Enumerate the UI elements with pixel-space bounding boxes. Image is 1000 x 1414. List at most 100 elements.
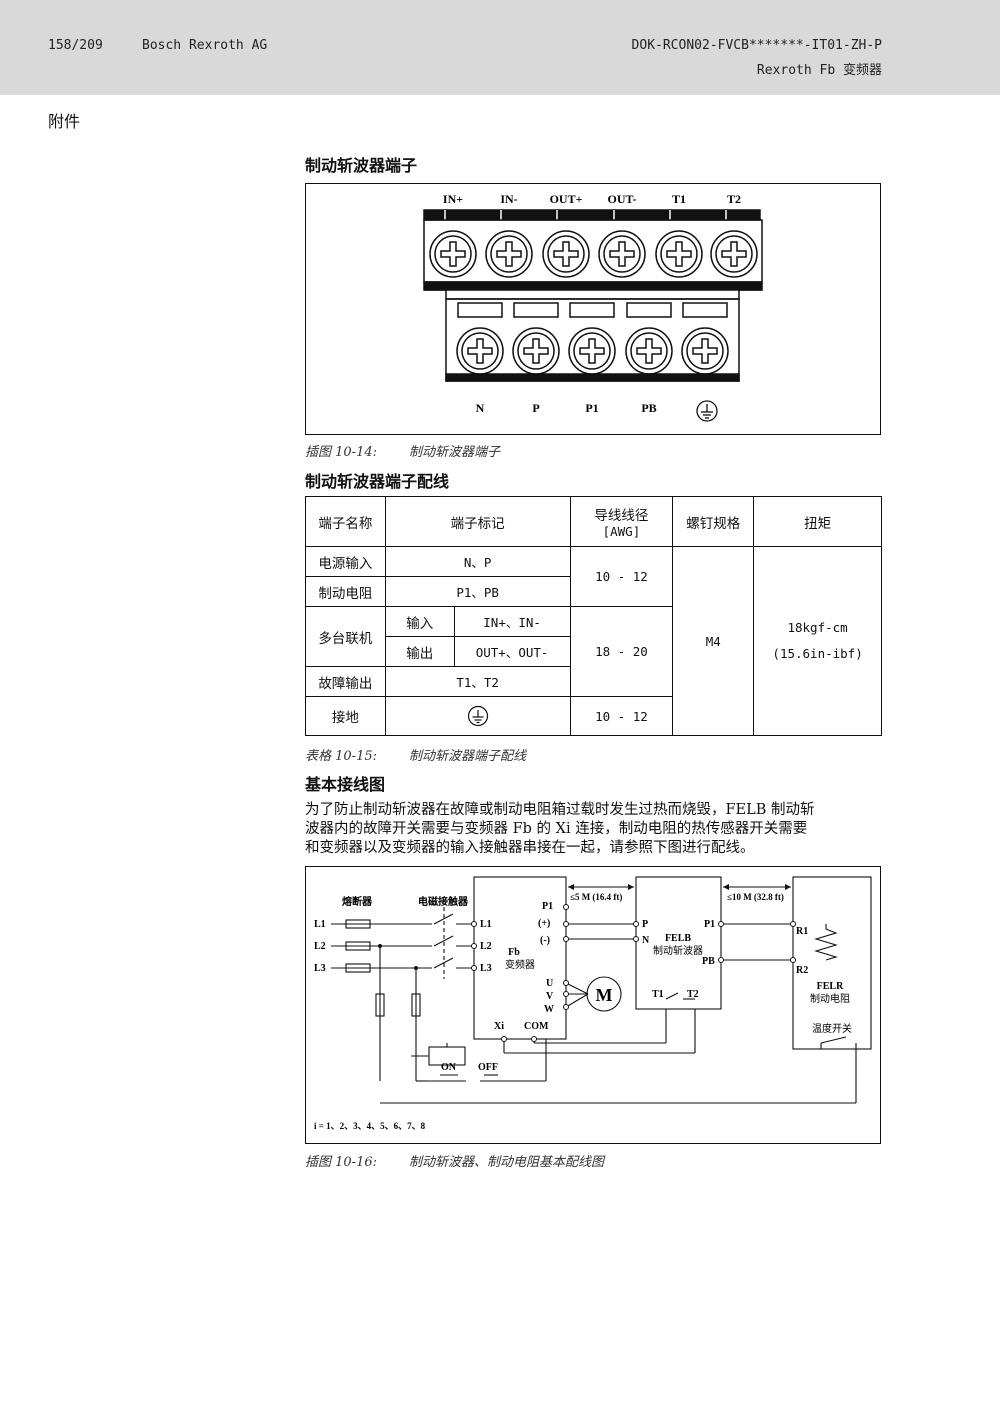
label-xi: Xi (494, 1021, 504, 1032)
label-inverter-desc: 变频器 (505, 958, 535, 971)
terminal-label-t2: T2 (727, 192, 741, 206)
wiring-table-caption: 表格 10-15:制动斩波器端子配线 (305, 745, 526, 764)
top-screws (429, 230, 758, 278)
cell-fault-name: 故障输出 (305, 666, 386, 697)
caption-number: 插图 10-14: (305, 445, 377, 460)
header-terminal-name: 端子名称 (305, 496, 386, 547)
terminal-label-out-minus: OUT- (608, 192, 637, 206)
page-header: 158/209 Bosch Rexroth AG DOK-RCON02-FVCB… (0, 0, 1000, 95)
terminal-label-p1: P1 (585, 401, 598, 415)
paragraph-line: 为了防止制动斩波器在故障或制动电阻箱过载时发生过热而烧毁，FELB 制动斩 (305, 802, 815, 818)
label-felb-pb: PB (702, 956, 715, 967)
wiring-diagram-caption: 插图 10-16: 制动斩波器、制动电阻基本配线图 (305, 1151, 604, 1170)
label-felb-t1: T1 (652, 989, 664, 1000)
terminal-label-p: P (532, 401, 539, 415)
cell-out-mark: OUT+、OUT- (453, 636, 571, 667)
table-row: 制动电阻 P1、PB (305, 576, 882, 607)
label-fuse: 熔断器 (342, 895, 373, 908)
bottom-block (445, 298, 740, 382)
label-index-note: i = 1、2、3、4、5、6、7、8 (314, 1121, 426, 1131)
cell-screw: M4 (672, 546, 755, 736)
label-distance-2: ≤10 M (32.8 ft) (727, 892, 784, 902)
ground-icon (467, 705, 488, 727)
product-name: Rexroth Fb 变频器 (756, 63, 882, 78)
header-wire-gauge: 导线线径[AWG] (569, 496, 674, 547)
terminal-label-n: N (476, 401, 485, 415)
table-row: 接地 10 - 12 (305, 696, 882, 736)
terminal-label-pb: PB (641, 401, 656, 415)
header-screw: 螺钉规格 (672, 496, 755, 547)
label-l2: L2 (314, 941, 326, 952)
label-felb-n: N (642, 935, 650, 946)
label-felb-p: P (642, 919, 648, 930)
cell-out-label: 输出 (384, 636, 455, 667)
terminal-block-drawing: IN+ IN- OUT+ OUT- T1 T2 (423, 192, 763, 422)
basic-wiring-title: 基本接线图 (305, 775, 386, 794)
label-felb-t2: T2 (687, 989, 699, 1000)
label-contactor: 电磁接触器 (418, 895, 469, 908)
caption-text: 制动斩波器端子 (409, 445, 501, 460)
inverter-box (473, 876, 567, 1040)
label-com: COM (524, 1021, 549, 1032)
cell-ground-mark (384, 696, 571, 736)
terminal-figure: IN+ IN- OUT+ OUT- T1 T2 (305, 183, 881, 435)
terminal-label-in-plus: IN+ (443, 192, 463, 206)
label-l3: L3 (314, 963, 326, 974)
table-row: 故障输出 T1、T2 (305, 666, 882, 697)
terminal-label-out-plus: OUT+ (550, 192, 583, 206)
cell-awg-2: 18 - 20 (569, 606, 674, 697)
company-name: Bosch Rexroth AG (142, 38, 268, 53)
cell-in-mark: IN+、IN- (453, 606, 571, 637)
label-felr-name: FELR (817, 981, 844, 992)
page-number: 158/209 (48, 38, 103, 53)
caption-number: 插图 10-16: (305, 1155, 377, 1170)
label-off: OFF (478, 1062, 498, 1073)
label-inv-l3: L3 (480, 963, 492, 974)
label-inv-l1: L1 (480, 919, 492, 930)
label-inverter-name: Fb (508, 947, 520, 958)
label-felb-p1: P1 (704, 919, 715, 930)
cell-resistor-mark: P1、PB (384, 576, 571, 607)
label-felb-desc: 制动斩波器 (653, 944, 703, 957)
cell-ground-name: 接地 (305, 696, 386, 736)
terminal-figure-caption: 插图 10-14: 制动斩波器端子 (305, 441, 500, 460)
document-id: DOK-RCON02-FVCB*******-IT01-ZH-P (631, 38, 882, 53)
cell-resistor-name: 制动电阻 (305, 576, 386, 607)
label-w: W (544, 1004, 554, 1015)
cell-awg-1: 10 - 12 (569, 546, 674, 607)
cell-multi-name: 多台联机 (305, 606, 386, 667)
paragraph-line: 和变频器以及变频器的输入接触器串接在一起，请参照下图进行配线。 (305, 840, 755, 856)
basic-wiring-paragraph: 为了防止制动斩波器在故障或制动电阻箱过载时发生过热而烧毁，FELB 制动斩 波器… (305, 801, 885, 858)
terminal-label-t1: T1 (672, 192, 686, 206)
section-label: 附件 (48, 112, 81, 131)
wiring-diagram-figure: 熔断器 电磁接触器 L1 L2 L3 L1 L2 L3 Fb 变频器 P1 (+… (305, 866, 881, 1144)
caption-text: 制动斩波器、制动电阻基本配线图 (409, 1155, 605, 1170)
cell-awg-3: 10 - 12 (569, 696, 674, 736)
cell-fault-mark: T1、T2 (384, 666, 571, 697)
terminal-label-in-minus: IN- (500, 192, 517, 206)
cell-power-mark: N、P (384, 546, 571, 577)
motor-label: M (596, 985, 613, 1005)
terminal-section-title: 制动斩波器端子 (305, 156, 418, 175)
cell-torque: 18kgf-cm(15.6in-ibf) (753, 546, 882, 736)
label-inv-plus: (+) (538, 918, 550, 929)
felb-box (635, 876, 722, 1010)
bottom-screws (456, 327, 729, 375)
table-row: 电源输入 N、P 10 - 12 M4 18kgf-cm(15.6in-ibf) (305, 546, 882, 736)
label-distance-1: ≤5 M (16.4 ft) (570, 892, 622, 902)
label-l1: L1 (314, 919, 326, 930)
table-header-row: 端子名称 端子标记 导线线径[AWG] 螺钉规格 扭矩 (305, 496, 882, 547)
label-felr-r1: R1 (796, 926, 808, 937)
wiring-table-title: 制动斩波器端子配线 (305, 472, 450, 491)
cell-in-label: 输入 (384, 606, 455, 637)
label-inv-minus: (-) (540, 935, 550, 946)
label-inv-l2: L2 (480, 941, 492, 952)
caption-text: 制动斩波器端子配线 (409, 749, 527, 764)
header-terminal-mark: 端子标记 (384, 496, 571, 547)
label-inv-p1: P1 (542, 901, 553, 912)
label-v: V (546, 991, 554, 1002)
label-felr-desc: 制动电阻 (810, 992, 850, 1005)
wiring-table: 端子名称 端子标记 导线线径[AWG] 螺钉规格 扭矩 电源输入 N、P 10 … (305, 496, 882, 736)
label-felb-name: FELB (665, 933, 691, 944)
wiring-diagram: 熔断器 电磁接触器 L1 L2 L3 L1 L2 L3 Fb 变频器 P1 (+… (314, 876, 872, 1131)
